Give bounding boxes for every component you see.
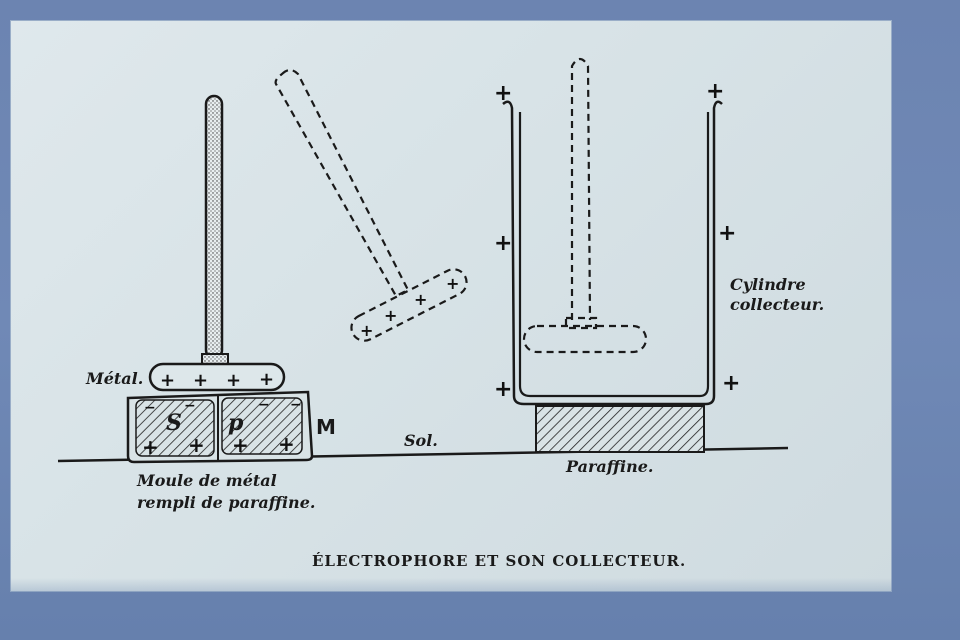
label-cylinder-line1: Cylindre: [730, 275, 806, 294]
svg-text:+: +: [446, 274, 459, 293]
label-mould-line2: rempli de paraffine.: [137, 493, 315, 512]
svg-text:−: −: [144, 400, 156, 416]
svg-text:+: +: [706, 79, 724, 104]
svg-text:+: +: [384, 306, 397, 325]
svg-text:+: +: [160, 370, 175, 391]
electrophore-mould: [126, 390, 314, 464]
svg-text:+: +: [494, 231, 512, 256]
label-cylinder-line2: collecteur.: [730, 295, 824, 314]
svg-text:+: +: [142, 435, 159, 459]
svg-text:+: +: [232, 433, 249, 457]
svg-text:+: +: [226, 370, 241, 391]
collector-cylinder: [502, 100, 723, 453]
dashed-tilted-disc: [274, 68, 468, 342]
label-sol: Sol.: [404, 431, 438, 450]
illustration-card: [10, 20, 892, 592]
svg-text:+: +: [494, 377, 512, 402]
dashed-disc-plus-signs: + + + +: [360, 274, 459, 340]
card-bottom-shade: [10, 578, 892, 592]
svg-text:−: −: [258, 397, 270, 413]
dashed-disc-inside-cylinder: [522, 57, 648, 354]
svg-text:+: +: [360, 321, 373, 340]
svg-text:−: −: [184, 398, 196, 414]
label-metal: Métal.: [85, 369, 143, 388]
cylinder-plus-signs: + + + + + +: [494, 79, 740, 402]
svg-text:+: +: [259, 369, 274, 390]
svg-text:+: +: [718, 221, 736, 246]
svg-text:+: +: [278, 432, 295, 456]
mould-minus-signs: − − − −: [144, 397, 302, 416]
mould-plus-signs: + + + +: [142, 432, 295, 459]
label-paraffine: Paraffine.: [565, 457, 653, 476]
svg-text:+: +: [188, 433, 205, 457]
svg-text:−: −: [290, 397, 302, 413]
mould-letter-s: S: [166, 410, 182, 436]
label-mould-m: M: [316, 415, 336, 439]
metal-disc-plus-signs: + + + +: [160, 369, 274, 391]
svg-text:+: +: [414, 290, 427, 309]
diagram-caption: ÉLECTROPHORE ET SON COLLECTEUR.: [312, 552, 686, 570]
svg-text:+: +: [193, 370, 208, 391]
svg-text:+: +: [722, 371, 740, 396]
svg-text:+: +: [494, 81, 512, 106]
mould-letter-p: p: [228, 410, 244, 436]
label-mould-line1: Moule de métal: [136, 471, 277, 490]
metal-disc-with-handle: [148, 94, 286, 392]
